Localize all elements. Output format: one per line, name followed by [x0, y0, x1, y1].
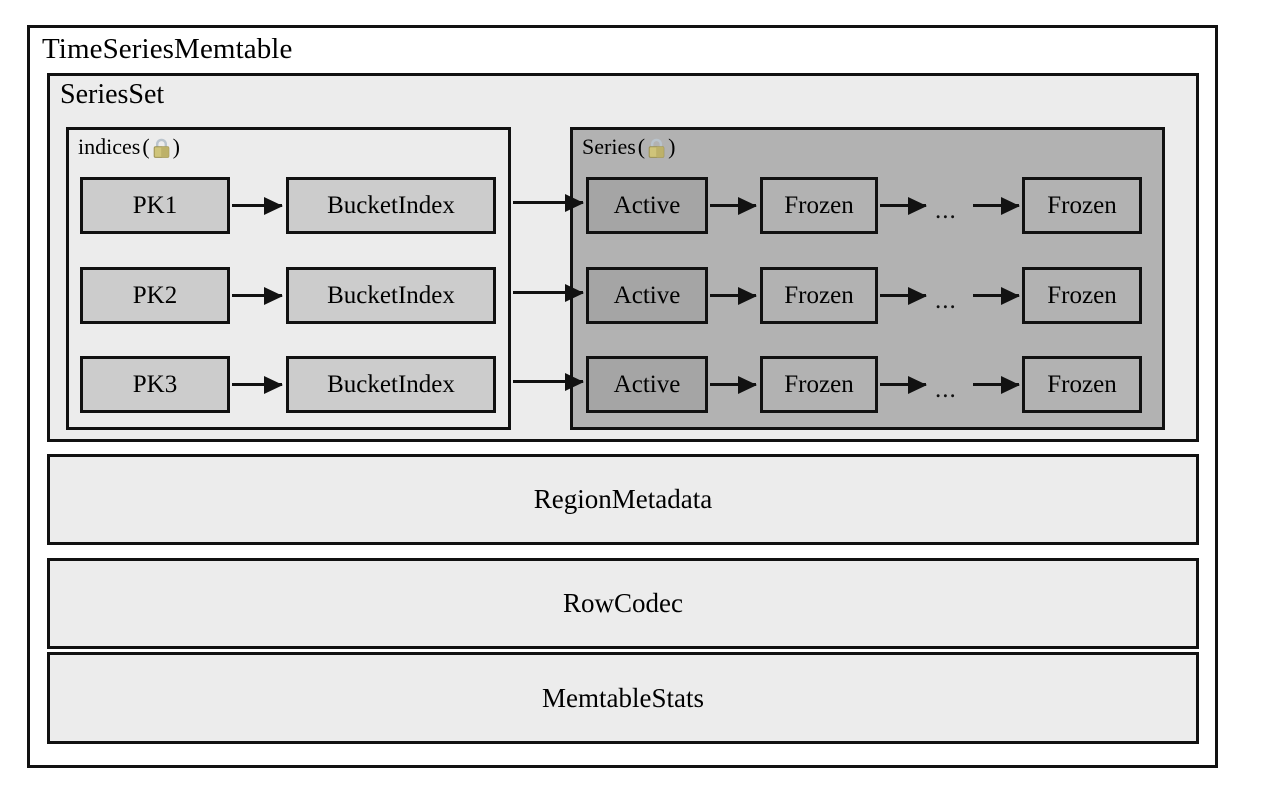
- bar-memtablestats[interactable]: MemtableStats: [47, 652, 1199, 744]
- arrow-pk1-to-bucketindex: [232, 204, 282, 207]
- node-bucketindex-2[interactable]: BucketIndex: [286, 267, 496, 324]
- indices-paren-close: ): [172, 134, 180, 159]
- arrow-frozen2a-to-ellipsis2: [880, 294, 926, 297]
- node-frozen-3b[interactable]: Frozen: [1022, 356, 1142, 413]
- arrow-frozen3a-to-ellipsis3: [880, 383, 926, 386]
- arrow-pk3-to-bucketindex: [232, 383, 282, 386]
- node-frozen-3a[interactable]: Frozen: [760, 356, 878, 413]
- indices-title: indices ( ): [78, 134, 180, 160]
- series-label: Series: [582, 134, 636, 159]
- series-paren-close: ): [668, 134, 676, 159]
- ellipsis-3: ...: [935, 376, 957, 403]
- node-frozen-2a[interactable]: Frozen: [760, 267, 878, 324]
- series-paren-open: (: [637, 134, 646, 159]
- arrow-active1-to-frozen1: [710, 204, 756, 207]
- timeseriesmemtable-title: TimeSeriesMemtable: [42, 33, 293, 65]
- node-frozen-2b[interactable]: Frozen: [1022, 267, 1142, 324]
- ellipsis-2: ...: [935, 287, 957, 314]
- arrow-bucketindex1-to-active1: [513, 201, 583, 204]
- node-pk1[interactable]: PK1: [80, 177, 230, 234]
- bar-regionmetadata[interactable]: RegionMetadata: [47, 454, 1199, 545]
- arrow-active2-to-frozen2: [710, 294, 756, 297]
- timeseriesmemtable-container: TimeSeriesMemtable SeriesSet indices (: [27, 25, 1218, 768]
- arrow-ellipsis1-to-frozen1b: [973, 204, 1019, 207]
- arrow-bucketindex3-to-active3: [513, 380, 583, 383]
- arrow-bucketindex2-to-active2: [513, 291, 583, 294]
- node-active-1[interactable]: Active: [586, 177, 708, 234]
- node-frozen-1a[interactable]: Frozen: [760, 177, 878, 234]
- lock-icon: [647, 138, 666, 159]
- arrow-frozen1a-to-ellipsis1: [880, 204, 926, 207]
- node-frozen-1b[interactable]: Frozen: [1022, 177, 1142, 234]
- indices-panel: indices ( ) PK1 BucketIndex: [66, 127, 511, 430]
- bar-rowcodec[interactable]: RowCodec: [47, 558, 1199, 649]
- node-active-2[interactable]: Active: [586, 267, 708, 324]
- arrow-active3-to-frozen3: [710, 383, 756, 386]
- series-panel: Series ( ) Active Frozen .: [570, 127, 1165, 430]
- indices-paren-open: (: [142, 134, 150, 159]
- arrow-pk2-to-bucketindex: [232, 294, 282, 297]
- ellipsis-1: ...: [935, 197, 957, 224]
- indices-label: indices: [78, 134, 141, 159]
- node-active-3[interactable]: Active: [586, 356, 708, 413]
- seriesset-panel: SeriesSet indices ( ) PK1: [47, 73, 1199, 442]
- node-bucketindex-1[interactable]: BucketIndex: [286, 177, 496, 234]
- node-pk3[interactable]: PK3: [80, 356, 230, 413]
- arrow-ellipsis2-to-frozen2b: [973, 294, 1019, 297]
- lock-icon: [152, 138, 171, 159]
- seriesset-title: SeriesSet: [60, 79, 165, 110]
- node-pk2[interactable]: PK2: [80, 267, 230, 324]
- arrow-ellipsis3-to-frozen3b: [973, 383, 1019, 386]
- series-title: Series ( ): [582, 134, 675, 160]
- node-bucketindex-3[interactable]: BucketIndex: [286, 356, 496, 413]
